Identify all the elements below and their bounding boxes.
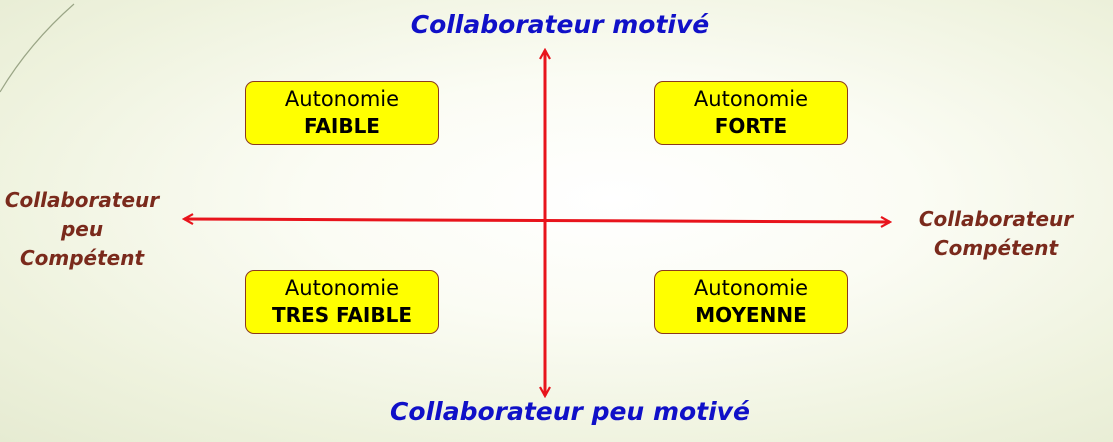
quadrant-box-top-right: Autonomie FORTE <box>654 81 848 145</box>
quadrant-label: Autonomie <box>693 276 809 300</box>
quadrant-label: Autonomie <box>284 276 400 300</box>
quadrant-box-top-left: Autonomie FAIBLE <box>245 81 439 145</box>
quadrant-level: MOYENNE <box>695 303 807 327</box>
quadrant-label: Autonomie <box>284 87 400 111</box>
decorative-corner-line <box>0 3 75 93</box>
quadrant-box-bottom-left: Autonomie TRES FAIBLE <box>245 270 439 334</box>
axis-label-bottom: Collaborateur peu motivé <box>390 397 750 426</box>
horizontal-axis-arrow <box>184 219 890 222</box>
axis-label-left-line: Collaborateur <box>4 188 160 212</box>
quadrant-level: FAIBLE <box>304 114 380 138</box>
quadrant-level: TRES FAIBLE <box>271 303 412 327</box>
quadrant-box-bottom-right: Autonomie MOYENNE <box>654 270 848 334</box>
axis-label-right-line: Collaborateur <box>918 207 1074 231</box>
axis-label-top: Collaborateur motivé <box>410 10 710 39</box>
axis-label-left-line: peu <box>60 217 104 241</box>
axis-label-left: Collaborateur peu Compétent <box>0 186 176 273</box>
axis-label-left-line: Compétent <box>19 246 145 270</box>
quadrant-label: Autonomie <box>693 87 809 111</box>
axis-label-right-line: Compétent <box>933 236 1059 260</box>
quadrant-level: FORTE <box>714 114 788 138</box>
axis-label-right: Collaborateur Compétent <box>900 205 1092 263</box>
